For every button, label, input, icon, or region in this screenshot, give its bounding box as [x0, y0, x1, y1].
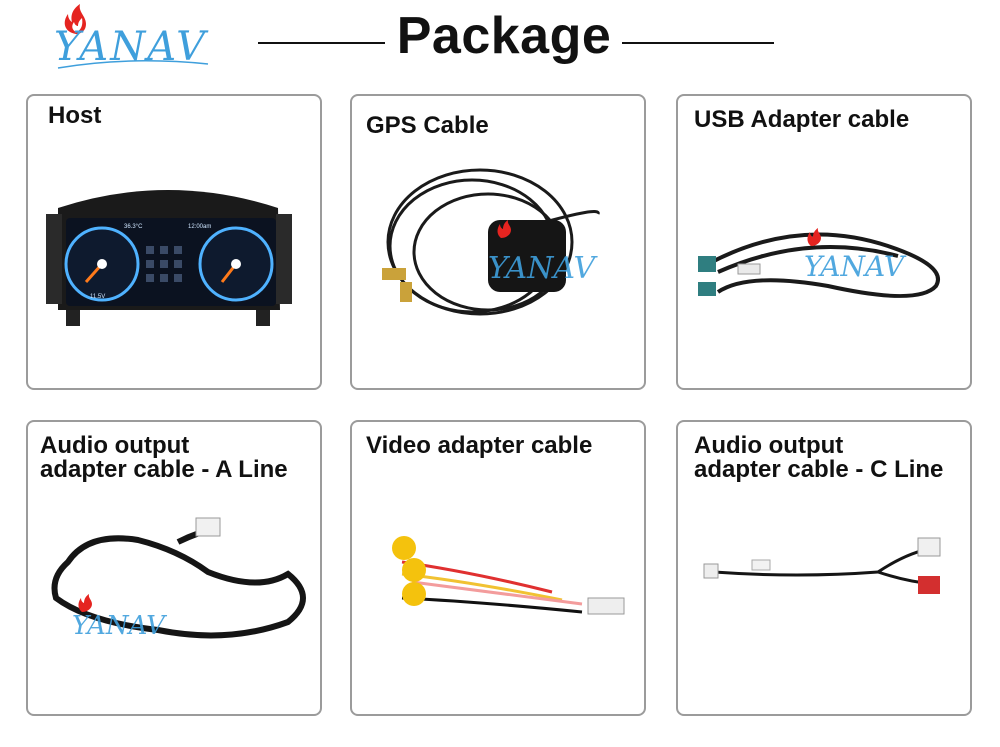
- package-item-audio-cable-a-line: Audio output adapter cable - A Line YANA…: [26, 420, 322, 716]
- watermark: YANAV: [72, 611, 167, 641]
- host-clock: 12:00am: [188, 224, 211, 230]
- flame-icon: [78, 594, 92, 612]
- usb-adapter-cable-image: YANAV: [698, 228, 940, 298]
- package-item-video-adapter-cable: Video adapter cable: [350, 420, 646, 716]
- watermark: YANAV: [804, 250, 907, 283]
- item-label-line-2: adapter cable - A Line: [40, 456, 288, 483]
- logo-swoosh: [57, 60, 209, 69]
- item-label: Video adapter cable: [366, 432, 593, 459]
- host-dashboard-image: 36.3°C 12:00am 11.5V: [46, 190, 292, 326]
- header-rule-left: [258, 42, 385, 44]
- flame-icon: [64, 4, 86, 34]
- item-label: GPS Cable: [366, 112, 489, 139]
- video-adapter-cable-image: [392, 536, 625, 615]
- item-label: Host: [48, 102, 102, 129]
- host-voltage: 11.5V: [90, 294, 105, 300]
- package-item-usb-adapter-cable: USB Adapter cable YANAV: [676, 94, 972, 390]
- flame-icon: [807, 228, 821, 246]
- audio-cable-c-line-image: [703, 537, 941, 594]
- item-label-line-1: Audio output: [40, 432, 190, 459]
- audio-cable-a-line-image: YANAV: [51, 517, 306, 641]
- item-label: USB Adapter cable: [694, 106, 910, 133]
- gps-cable-image: YANAV: [382, 168, 600, 316]
- item-label-line-1: Audio output: [694, 432, 844, 459]
- flame-icon: [497, 220, 511, 238]
- package-item-gps-cable: GPS Cable YANAV: [350, 94, 646, 390]
- package-item-audio-cable-c-line: Audio output adapter cable - C Line: [676, 420, 972, 716]
- package-item-host: Host 36.3°C 12:00am 11.5V: [26, 94, 322, 390]
- host-temperature: 36.3°C: [124, 224, 143, 230]
- item-label-line-2: adapter cable - C Line: [694, 456, 944, 483]
- brand-logo: YANAV: [48, 2, 218, 74]
- header-rule-right: [622, 42, 774, 44]
- watermark: YANAV: [488, 251, 599, 286]
- page-title: Package: [396, 7, 612, 65]
